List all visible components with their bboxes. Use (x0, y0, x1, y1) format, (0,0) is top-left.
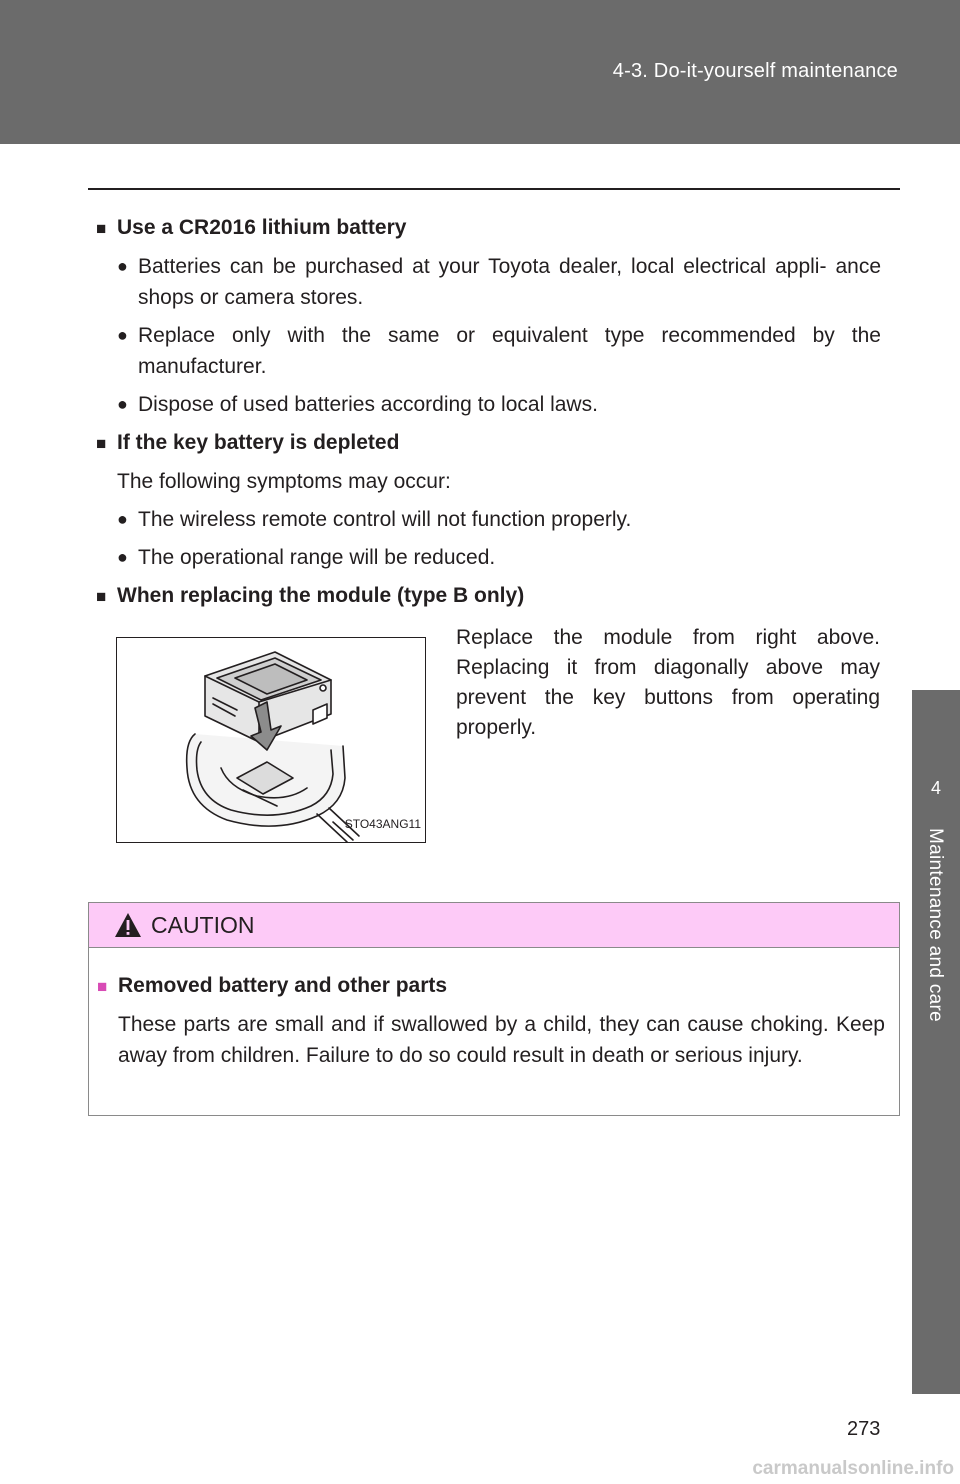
header-rule (88, 188, 900, 190)
list-item: ● The wireless remote control will not f… (96, 504, 881, 535)
page-number: 273 (847, 1418, 881, 1440)
page-header: 4-3. Do-it-yourself maintenance (0, 0, 960, 144)
caution-subheading: ■ Removed battery and other parts (97, 970, 885, 1002)
square-marker: ■ (96, 434, 107, 453)
figure-row: STO43ANG11 Replace the module from right… (96, 619, 881, 849)
section-title: 4-3. Do-it-yourself maintenance (612, 60, 898, 82)
square-marker: ■ (96, 587, 107, 606)
figure-description: Replace the module from right above. Rep… (456, 626, 880, 739)
subheading-module-replacement: ■ When replacing the module (type B only… (96, 580, 881, 612)
chapter-number: 4 (930, 778, 941, 798)
square-marker: ■ (97, 977, 108, 996)
intro-text: The following symptoms may occur: (117, 470, 451, 493)
main-content: ■ Use a CR2016 lithium battery ● Batteri… (96, 212, 881, 849)
key-module-illustration: STO43ANG11 (116, 637, 426, 843)
caution-title: CAUTION (151, 912, 255, 938)
list-item: ● Batteries can be purchased at your Toy… (96, 251, 881, 313)
bullet-dot: ● (117, 325, 128, 345)
caution-body: ■ Removed battery and other parts These … (89, 948, 899, 1071)
subheading-battery-type: ■ Use a CR2016 lithium battery (96, 212, 881, 244)
caution-box: CAUTION ■ Removed battery and other part… (88, 902, 900, 1116)
list-item: ● Dispose of used batteries according to… (96, 389, 881, 420)
list-item: ● Replace only with the same or equivale… (96, 320, 881, 382)
chapter-label: Maintenance and care (925, 828, 946, 1023)
chapter-tab: 4 Maintenance and care (912, 690, 960, 1394)
key-module-icon (185, 651, 360, 842)
caution-header: CAUTION (89, 903, 899, 948)
bullet-dot: ● (117, 547, 128, 567)
subheading-battery-depleted: ■ If the key battery is depleted (96, 427, 881, 459)
list-item: ● The operational range will be reduced. (96, 542, 881, 573)
caution-text: These parts are small and if swallowed b… (118, 1013, 885, 1067)
square-marker: ■ (96, 219, 107, 238)
warning-icon (115, 913, 141, 937)
bullet-dot: ● (117, 509, 128, 529)
bullet-dot: ● (117, 394, 128, 414)
watermark: carmanualsonline.info (752, 1458, 954, 1479)
figure-code: STO43ANG11 (344, 817, 421, 831)
bullet-dot: ● (117, 256, 128, 276)
